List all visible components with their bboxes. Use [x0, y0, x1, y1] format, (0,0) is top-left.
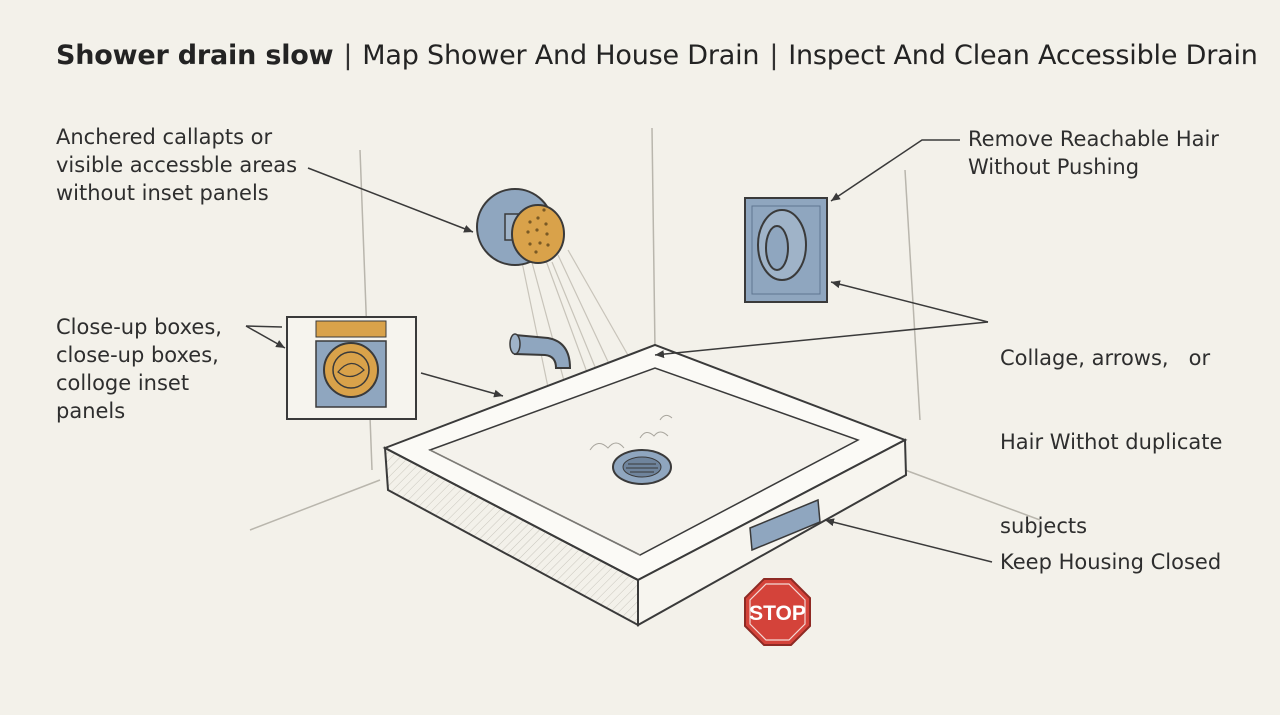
stop-sign-icon: STOP [744, 578, 811, 646]
callout-line: Keep Housing Closed [1000, 550, 1222, 574]
callout-label-bottom-right: Keep Housing Closed [1000, 548, 1221, 576]
shower-base [382, 343, 908, 627]
shower-head-icon [476, 188, 565, 266]
callout-arrows [245, 139, 993, 563]
callout-label-mid-left: Close-up boxes, close-up boxes, colloge … [56, 313, 222, 425]
title-main: Shower drain slow [56, 40, 334, 71]
callout-label-mid-right: Collage, arrows, or Hair Withot duplicat… [1000, 288, 1222, 596]
callout-line: Without Pushing [968, 155, 1140, 179]
title-separator-1: | [343, 40, 353, 71]
room-walls [249, 127, 1041, 531]
callout-line: Hair Withot duplicate [1000, 430, 1223, 454]
callout-line: Close-up boxes, [56, 315, 222, 339]
page-title: Shower drain slow | Map Shower And House D… [56, 40, 1258, 71]
title-step-1: Map Shower And House Drain [362, 40, 760, 71]
callout-line: panels [56, 399, 126, 423]
callout-line: visible accessble areas [56, 153, 298, 177]
callout-line: subjects [1000, 514, 1088, 538]
stop-sign-text: STOP [749, 602, 806, 625]
drain-cover-icon [612, 449, 672, 485]
callout-line: colloge inset [56, 371, 190, 395]
title-separator-2: | [769, 40, 779, 71]
closeup-inset-box [286, 316, 417, 420]
callout-line: close-up boxes, [56, 343, 219, 367]
spout-icon [509, 333, 572, 369]
callout-line: without inset panels [56, 181, 269, 205]
callout-line: Remove Reachable Hair [968, 127, 1219, 151]
callout-label-top-right: Remove Reachable Hair Without Pushing [968, 125, 1219, 181]
callout-line: Anchered callapts or [56, 125, 273, 149]
title-step-2: Inspect And Clean Accessible Drain [788, 40, 1258, 71]
callout-label-top-left: Anchered callapts or visible accessble a… [56, 123, 297, 207]
callout-line: Collage, arrows, or [1000, 346, 1211, 370]
access-panel-icon [744, 197, 828, 303]
